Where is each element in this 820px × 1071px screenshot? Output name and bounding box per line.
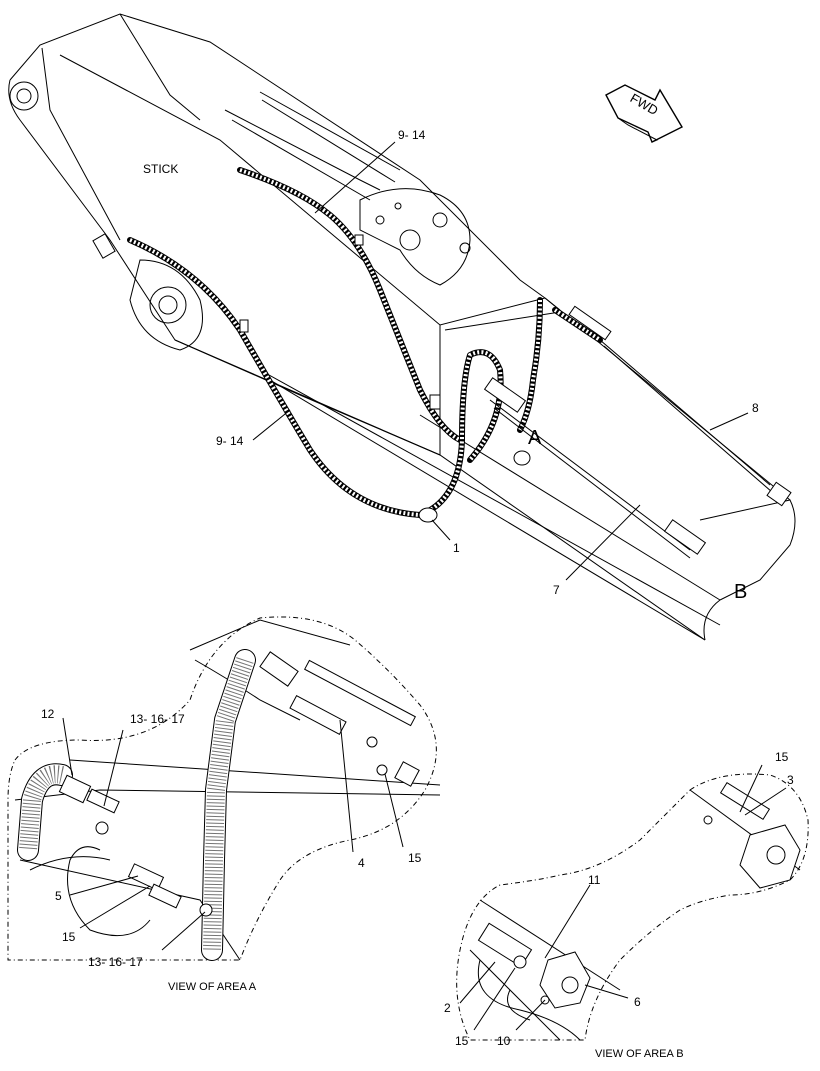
callout-15-b-bottom: 15 — [455, 1034, 469, 1048]
stick-hose-lines — [92, 167, 792, 559]
area-a-marker: A — [528, 427, 542, 449]
callout-11: 11 — [588, 873, 601, 887]
view-area-a: 12 13- 16- 17 5 15 13- 16- 17 4 15 VIEW … — [7, 616, 441, 993]
main-leaders — [252, 141, 749, 581]
callout-15-a-right: 15 — [408, 851, 422, 865]
fwd-arrow: FWD — [605, 84, 683, 143]
callout-9-14-left: 9- 14 — [216, 434, 244, 448]
view-b-title: VIEW OF AREA B — [595, 1048, 684, 1060]
callout-3: 3 — [787, 773, 794, 787]
callout-13-16-17-top: 13- 16- 17 — [130, 712, 185, 726]
callout-12: 12 — [41, 707, 55, 721]
view-a-title: VIEW OF AREA A — [168, 981, 257, 993]
view-area-b: 15 3 11 2 15 10 6 VIEW OF AREA B — [444, 750, 809, 1060]
callout-1: 1 — [453, 541, 460, 555]
callout-4: 4 — [358, 856, 365, 870]
callout-5: 5 — [55, 889, 62, 903]
area-b-marker: B — [734, 581, 747, 603]
callout-9-14-top: 9- 14 — [398, 128, 426, 142]
stick-body — [8, 13, 796, 641]
stick-label: STICK — [143, 162, 178, 176]
fwd-label: FWD — [628, 90, 661, 118]
callout-8: 8 — [752, 401, 759, 415]
callout-2: 2 — [444, 1001, 451, 1015]
callout-15-b-top: 15 — [775, 750, 789, 764]
callout-15-a-left: 15 — [62, 930, 76, 944]
callout-6: 6 — [634, 995, 641, 1009]
callout-13-16-17-bottom: 13- 16- 17 — [88, 955, 143, 969]
stick-main-view: FWD STICK 9- 14 9- 14 1 8 7 A B — [8, 13, 796, 641]
callout-7: 7 — [553, 583, 560, 597]
callout-10: 10 — [497, 1034, 511, 1048]
